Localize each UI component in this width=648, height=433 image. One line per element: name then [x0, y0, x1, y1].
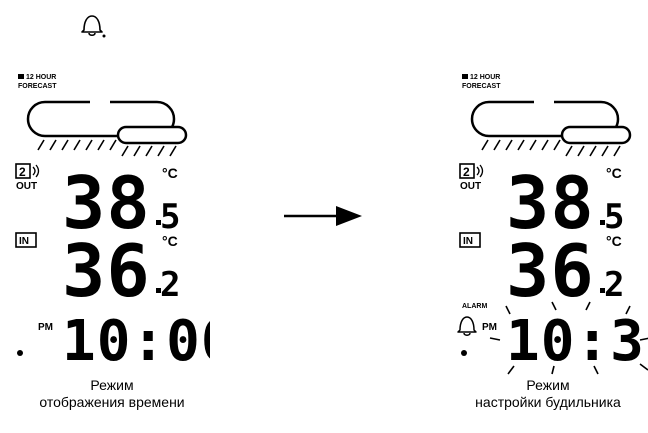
channel-badge: [459, 163, 475, 179]
channel-number: 2: [463, 165, 470, 179]
outdoor-temp-unit: °C: [606, 165, 622, 181]
status-dot: [461, 350, 467, 356]
out-label: OUT: [460, 181, 481, 192]
lcd-panel-alarm-mode: 12 HOUR FORECAST 2 OUT 38 5 °C IN 36 2 °…: [454, 68, 648, 433]
outdoor-temperature-decimal: 5: [604, 197, 625, 237]
lcd-display: 12 HOUR FORECAST 2 OUT 38 5 °C IN 36: [15, 74, 210, 374]
caption-line2: отображения времени: [39, 394, 185, 410]
signal-icon: [476, 164, 484, 178]
outdoor-temperature-decimal: 5: [160, 197, 181, 237]
lcd-panel-time-mode: 12 HOUR FORECAST 2 OUT 38 5 °C IN 36: [10, 68, 210, 433]
caption-time-mode: Режим отображения времени: [0, 377, 232, 411]
caption-line2: настройки будильника: [475, 394, 621, 410]
in-label: IN: [463, 236, 473, 247]
caption-line1: Режим: [90, 377, 134, 393]
time-display: 10:00: [62, 309, 210, 374]
indoor-temperature-decimal: 2: [604, 265, 625, 305]
indoor-temperature-main: 36: [506, 229, 595, 313]
in-label: IN: [19, 236, 29, 247]
forecast-label-line2: FORECAST: [18, 83, 57, 90]
bell-icon: [81, 15, 106, 38]
outdoor-temp-unit: °C: [162, 165, 178, 181]
outdoor-temperature-main: 38: [506, 161, 595, 245]
cloud-icon: [470, 100, 632, 145]
pm-label: PM: [482, 322, 497, 333]
forecast-label-line1: 12 HOUR: [26, 74, 56, 81]
alarm-bell-icon: [457, 316, 477, 336]
pm-label: PM: [38, 322, 53, 333]
blink-indicator-icon: [489, 301, 648, 375]
outdoor-temperature-main: 38: [62, 161, 151, 245]
alarm-label: ALARM: [462, 303, 487, 310]
caption-alarm-mode: Режим настройки будильника: [428, 377, 648, 411]
rain-icon: [481, 139, 621, 157]
cloud-icon: [26, 100, 188, 145]
out-label: OUT: [16, 181, 37, 192]
channel-number: 2: [19, 165, 26, 179]
time-display: 10:30: [506, 309, 648, 374]
rain-icon: [37, 139, 177, 157]
signal-icon: [32, 164, 40, 178]
forecast-label-line1: 12 HOUR: [470, 74, 500, 81]
lcd-display: 12 HOUR FORECAST 2 OUT 38 5 °C IN 36 2 °…: [457, 74, 648, 375]
indoor-temp-unit: °C: [162, 233, 178, 249]
indoor-temperature-decimal: 2: [160, 265, 181, 305]
channel-badge: [15, 163, 31, 179]
indoor-temp-unit: °C: [606, 233, 622, 249]
arrow-right-icon: [284, 206, 362, 226]
indoor-temperature-main: 36: [62, 229, 151, 313]
caption-line1: Режим: [526, 377, 570, 393]
status-dot: [17, 350, 23, 356]
forecast-label-line2: FORECAST: [462, 83, 501, 90]
